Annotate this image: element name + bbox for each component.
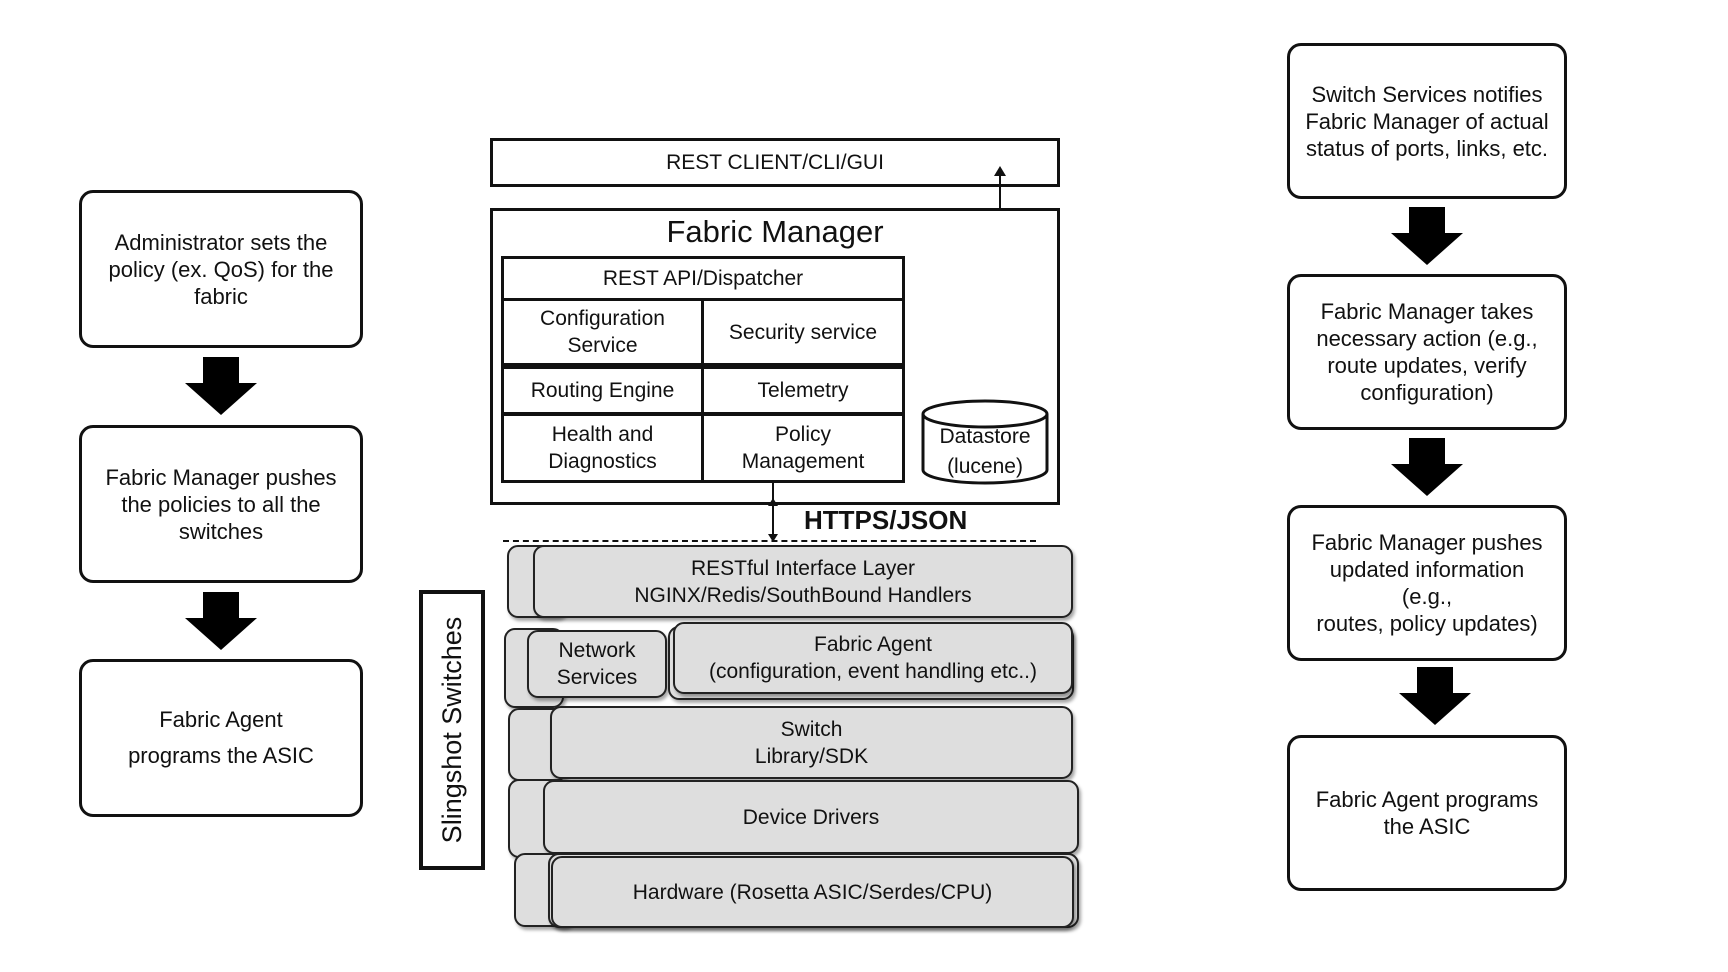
left-step-1: Administrator sets the policy (ex. QoS) … (79, 190, 363, 348)
left-step-2-text: Fabric Manager pushes the policies to al… (105, 464, 337, 544)
device-drivers-layer: Device Drivers (543, 780, 1079, 854)
left-step-3-text: Fabric Agent programs the ASIC (128, 707, 314, 768)
rest-client-label: REST CLIENT/CLI/GUI (666, 150, 884, 174)
network-services: Network Services (527, 630, 667, 698)
right-step-4: Fabric Agent programs the ASIC (1287, 735, 1567, 891)
https-json-label: HTTPS/JSON (804, 505, 968, 535)
fabric-manager-title: Fabric Manager (666, 214, 884, 249)
down-arrow-icon (1399, 667, 1471, 725)
down-arrow-icon (185, 592, 257, 650)
down-arrow-icon (185, 357, 257, 415)
telemetry: Telemetry (701, 366, 905, 415)
left-step-2: Fabric Manager pushes the policies to al… (79, 425, 363, 583)
slingshot-switches-label: Slingshot Switches (437, 616, 467, 844)
right-step-4-text: Fabric Agent programs the ASIC (1315, 787, 1539, 839)
right-step-1: Switch Services notifies Fabric Manager … (1287, 43, 1567, 199)
datastore-label: Datastore (lucene) (939, 425, 1031, 478)
down-arrow-icon (1391, 438, 1463, 496)
rest-client-box: REST CLIENT/CLI/GUI (490, 138, 1060, 187)
https-arrow-icon (768, 482, 778, 542)
right-step-2-text: Fabric Manager takes necessary action (e… (1316, 299, 1538, 405)
right-step-1-text: Switch Services notifies Fabric Manager … (1305, 81, 1549, 161)
configuration-service: Configuration Service (501, 298, 704, 366)
right-step-3-text: Fabric Manager pushes updated informatio… (1311, 530, 1543, 636)
left-step-1-text: Administrator sets the policy (ex. QoS) … (108, 229, 334, 309)
security-service: Security service (701, 298, 905, 366)
right-step-3: Fabric Manager pushes updated informatio… (1287, 505, 1567, 661)
switch-library-layer: Switch Library/SDK (550, 706, 1073, 779)
down-arrow-icon (1391, 207, 1463, 265)
routing-engine: Routing Engine (501, 366, 704, 415)
rest-api-dispatcher: REST API/Dispatcher (501, 256, 905, 301)
policy-management: Policy Management (701, 413, 905, 483)
fabric-agent-layer: Fabric Agent (configuration, event handl… (673, 622, 1073, 694)
right-step-2: Fabric Manager takes necessary action (e… (1287, 274, 1567, 430)
datastore-cylinder-icon (921, 399, 1049, 485)
restful-interface-layer: RESTful Interface Layer NGINX/Redis/Sout… (533, 545, 1073, 618)
slingshot-switches-box (419, 590, 485, 870)
dashed-divider (503, 540, 1036, 542)
health-and-diagnostics: Health and Diagnostics (501, 413, 704, 483)
hardware-layer: Hardware (Rosetta ASIC/Serdes/CPU) (551, 856, 1074, 928)
left-step-3: Fabric Agent programs the ASIC (79, 659, 363, 817)
